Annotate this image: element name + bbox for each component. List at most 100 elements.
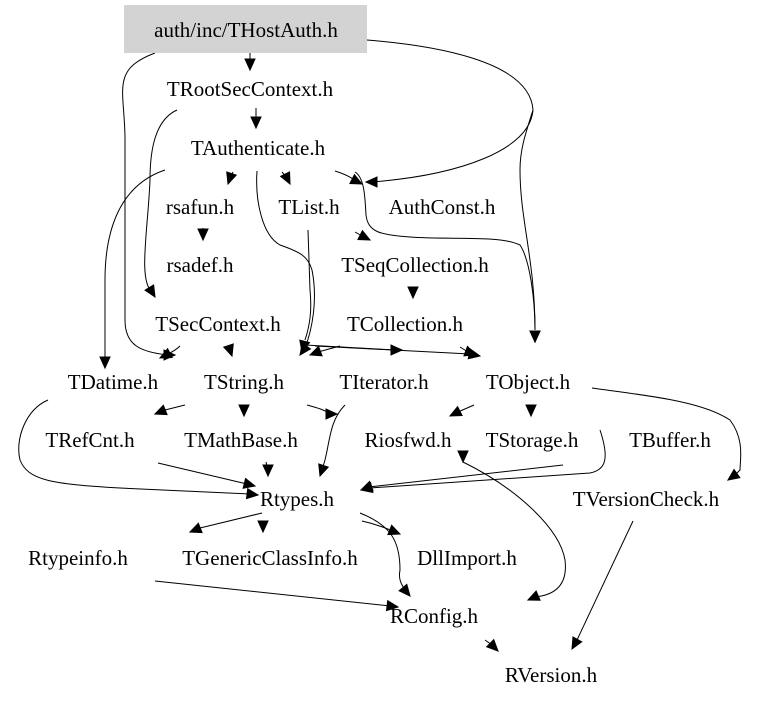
edge-TCollection-to-TIterator	[304, 344, 404, 356]
node-label: RConfig.h	[390, 604, 479, 628]
node-label: auth/inc/THostAuth.h	[154, 18, 338, 42]
graph-node[interactable]: Riosfwd.h	[365, 428, 452, 452]
edge-TRootSecContext-to-TSecContext	[144, 109, 178, 299]
edge-THostAuth-to-TObject	[519, 109, 541, 344]
arrowhead-icon	[242, 477, 257, 489]
edge-TString-to-Rtypes	[306, 404, 339, 420]
arrowhead-icon	[308, 345, 323, 357]
graph-node[interactable]: RVersion.h	[505, 663, 598, 687]
edge-TAuthenticate-to-TDatime	[99, 169, 166, 370]
graph-node[interactable]: TDatime.h	[68, 370, 159, 394]
edge-line	[354, 171, 536, 331]
edge-TRootSecContext-to-TAuthenticate	[250, 108, 262, 130]
edge-rsafun-to-rsadef	[197, 228, 209, 242]
graph-node[interactable]: TGenericClassInfo.h	[182, 546, 358, 570]
edges	[18, 39, 742, 652]
arrowhead-icon	[398, 583, 411, 597]
arrowhead-icon	[526, 590, 541, 601]
arrowhead-icon	[158, 347, 173, 359]
graph-node[interactable]: TBuffer.h	[629, 428, 711, 452]
node-label: RVersion.h	[505, 663, 598, 687]
graph-node[interactable]: AuthConst.h	[389, 195, 496, 219]
arrowhead-icon	[385, 599, 400, 612]
edge-line	[199, 512, 263, 529]
graph-node[interactable]: RConfig.h	[390, 604, 479, 628]
edge-TDatime-to-Rtypes	[18, 399, 260, 500]
graph-node[interactable]: rsafun.h	[166, 195, 235, 219]
edge-Riosfwd-to-RConfig	[457, 450, 469, 464]
edge-line	[519, 109, 536, 331]
graph-node[interactable]: TRefCnt.h	[45, 428, 135, 452]
graph-node[interactable]: rsadef.h	[166, 253, 234, 277]
edge-line	[144, 109, 178, 293]
graph-node[interactable]: TVersionCheck.h	[573, 487, 720, 511]
graph-node[interactable]: TStorage.h	[486, 428, 579, 452]
node-label: TSecContext.h	[155, 312, 281, 336]
graph-node[interactable]: TObject.h	[486, 370, 571, 394]
edge-line	[462, 461, 566, 598]
edge-TSecContext-to-TString	[222, 343, 234, 358]
edge-TRefCnt-to-Rtypes	[157, 462, 257, 489]
edge-line	[122, 52, 169, 356]
graph-node[interactable]: DllImport.h	[417, 546, 517, 570]
edge-TAuthenticate-to-rsafun	[226, 171, 238, 186]
edge-line	[321, 404, 346, 471]
edge-line	[164, 404, 186, 411]
graph-node[interactable]: TAuthenticate.h	[191, 136, 326, 160]
edge-Rtypes-to-Rtypeinfo	[188, 512, 263, 534]
arrowhead-icon	[390, 344, 404, 356]
node-label: TGenericClassInfo.h	[182, 546, 358, 570]
node-label: rsafun.h	[166, 195, 235, 219]
graph-node[interactable]: TString.h	[204, 370, 284, 394]
node-label: TAuthenticate.h	[191, 136, 326, 160]
edge-line	[457, 404, 475, 413]
edge-TString-to-TRefCnt	[153, 404, 186, 416]
edge-Rtypes-to-RConfig	[359, 512, 411, 597]
edge-TList-to-TSeqCollection	[354, 229, 372, 241]
edge-line	[304, 344, 396, 351]
edge-THostAuth-to-AuthConst	[364, 39, 534, 188]
node-label: TIterator.h	[339, 370, 429, 394]
graph-node[interactable]: TSeqCollection.h	[341, 253, 489, 277]
arrowhead-icon	[529, 330, 541, 344]
graph-node[interactable]: TMathBase.h	[184, 428, 298, 452]
graph-node[interactable]: TIterator.h	[339, 370, 429, 394]
arrowhead-icon	[299, 339, 311, 354]
edge-line	[157, 462, 248, 485]
node-label: TCollection.h	[347, 312, 464, 336]
arrowhead-icon	[359, 480, 374, 492]
edge-line	[359, 512, 406, 591]
edge-TVersionCheck-to-RVersion	[571, 520, 634, 651]
arrowhead-icon	[222, 343, 234, 358]
arrowhead-icon	[262, 464, 274, 478]
edge-line	[304, 229, 312, 341]
node-label: TMathBase.h	[184, 428, 298, 452]
edge-THostAuth-to-TRootSecContext	[244, 53, 256, 72]
node-label: TList.h	[278, 195, 340, 219]
arrowhead-icon	[144, 284, 156, 299]
graph-node[interactable]: TSecContext.h	[155, 312, 281, 336]
graph-node[interactable]: TRootSecContext.h	[167, 77, 334, 101]
edge-TObject-to-Rtypes	[359, 464, 564, 492]
edge-line	[366, 39, 534, 183]
arrowhead-icon	[279, 171, 291, 186]
edge-TAuthenticate-to-AuthConst	[334, 170, 364, 185]
edge-line	[368, 464, 564, 488]
edge-TList-to-TString	[299, 229, 312, 354]
edge-TAuthenticate-to-TObject	[354, 171, 541, 344]
graph-node[interactable]: Rtypes.h	[260, 487, 335, 511]
graph-node[interactable]: TCollection.h	[347, 312, 464, 336]
node-label: Rtypes.h	[260, 487, 335, 511]
edge-TObject-to-TStorage	[525, 404, 537, 418]
graph-node[interactable]: TList.h	[278, 195, 340, 219]
arrowhead-icon	[448, 405, 463, 417]
edge-TStorage-to-Rtypes	[462, 461, 566, 601]
edge-TCollection-to-TObject	[459, 345, 478, 357]
arrowhead-icon	[238, 404, 250, 418]
arrowhead-icon	[245, 487, 260, 500]
node-label: TRootSecContext.h	[167, 77, 334, 101]
arrowhead-icon	[250, 116, 262, 130]
arrowhead-icon	[257, 520, 269, 534]
edge-TIterator-to-Rtypes	[318, 404, 346, 478]
graph-node[interactable]: Rtypeinfo.h	[28, 546, 128, 570]
